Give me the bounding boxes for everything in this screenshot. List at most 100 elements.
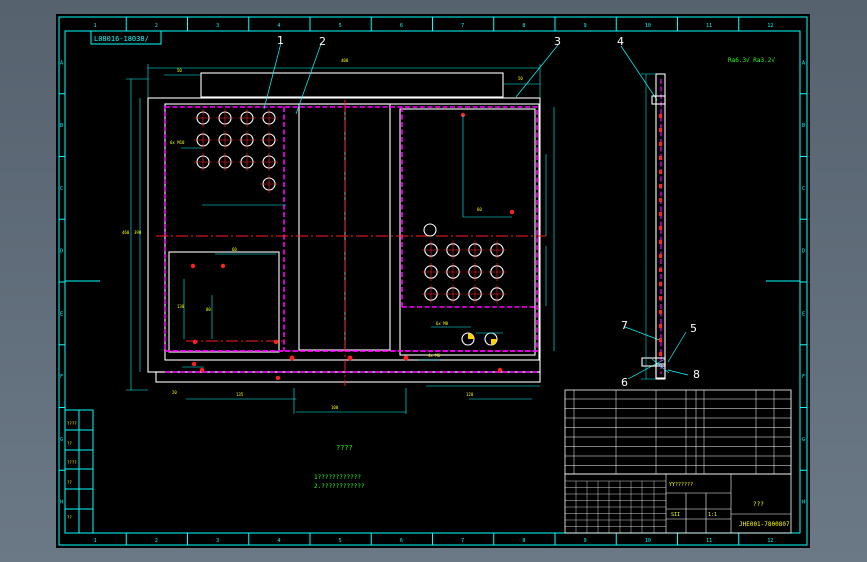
tech-note-1: 1???????????? (314, 474, 361, 481)
tech-note-title: ???? (336, 444, 353, 452)
svg-text:50: 50 (177, 68, 182, 73)
svg-text:100: 100 (331, 405, 339, 410)
zone-col-label-top: 6 (400, 23, 403, 29)
zone-col-label-bottom: 5 (339, 538, 342, 544)
zone-row-label-right: B (802, 123, 805, 129)
zone-row-label-left: E (60, 311, 63, 317)
zone-col-label-bottom: 3 (216, 538, 219, 544)
plate-inner (164, 103, 540, 361)
zone-row-label-left: G (60, 437, 63, 443)
zone-col-label-bottom: 7 (461, 538, 464, 544)
left-box (168, 251, 280, 353)
zone-row-label-right: G (802, 437, 805, 443)
zone-col-label-bottom: 12 (767, 538, 773, 544)
svg-text:60: 60 (232, 247, 237, 252)
outer-frame (58, 16, 808, 546)
technical-notes: ???? 1???????????? 2.???????????? (314, 444, 365, 490)
svg-text:120: 120 (466, 392, 474, 397)
zone-row-label-right: E (802, 311, 805, 317)
svg-text:390: 390 (134, 230, 142, 235)
zone-row-label-right: F (802, 374, 805, 380)
code-box (90, 30, 162, 45)
zone-col-label-top: 9 (584, 23, 587, 29)
zone-col-label-top: 12 (767, 23, 773, 29)
svg-text:60: 60 (477, 207, 482, 212)
zone-col-label-bottom: 4 (277, 538, 280, 544)
front-view: 400 50 50 460 390 60 60 130 80 100 120 20 135 6… (122, 42, 689, 414)
side-view (641, 73, 670, 380)
zone-row-label-left: F (60, 374, 63, 380)
hole-array-lower-right (421, 240, 507, 304)
material-text: YY?????? (669, 482, 693, 488)
zone-col-label-bottom: 9 (584, 538, 587, 544)
svg-text:6x M10: 6x M10 (170, 140, 185, 145)
code-box-text: L08016-18038/ (94, 35, 149, 43)
zone-row-label-left: D (60, 249, 63, 255)
zone-col-label-bottom: 6 (400, 538, 403, 544)
drawing-name: ??? (753, 501, 764, 508)
svg-text:130: 130 (177, 304, 185, 309)
svg-text:80: 80 (206, 307, 211, 312)
svg-text:20: 20 (172, 390, 177, 395)
zone-col-label-top: 3 (216, 23, 219, 29)
svg-text:50: 50 (518, 76, 523, 81)
bottom-rail (155, 371, 541, 383)
balloon-4[interactable]: 4 (617, 35, 624, 48)
parts-list (564, 389, 792, 475)
zone-row-label-right: D (802, 249, 805, 255)
zone-col-label-top: 8 (522, 23, 525, 29)
left-table-label-1: ?? (67, 441, 72, 446)
zone-col-label-bottom: 11 (706, 538, 712, 544)
plate-outline (147, 97, 541, 373)
balloon-8[interactable]: 8 (693, 368, 700, 381)
svg-text:135: 135 (236, 392, 244, 397)
left-table-label-2: ???? (67, 460, 77, 465)
zone-col-label-bottom: 10 (645, 538, 651, 544)
balloon-2[interactable]: 2 (319, 35, 326, 48)
zone-col-label-top: 7 (461, 23, 464, 29)
right-block (399, 108, 536, 356)
hole-array-upper-left (194, 109, 278, 193)
tech-note-2: 2.???????????? (314, 483, 365, 490)
zone-col-label-top: 10 (645, 23, 651, 29)
zone-col-label-top: 4 (277, 23, 280, 29)
svg-text:6x M8: 6x M8 (436, 321, 449, 326)
zone-row-label-left: A (60, 60, 63, 66)
balloon-labels: 1 2 3 4 5 6 7 8 (277, 34, 700, 389)
balloon-1[interactable]: 1 (277, 34, 284, 47)
zone-row-label-left: C (60, 186, 63, 192)
zone-col-label-bottom: 2 (155, 538, 158, 544)
center-slot (298, 103, 391, 351)
svg-text:460: 460 (122, 230, 130, 235)
top-rail (200, 72, 504, 98)
zone-row-label-right: C (802, 186, 805, 192)
left-revision-table: ???? ?? ???? ?? ?? (64, 409, 94, 534)
balloon-5[interactable]: 5 (690, 322, 697, 335)
surface-finish-marks: Ra6.3√ Ra3.2√ (728, 57, 775, 64)
zone-row-label-right: A (802, 60, 805, 66)
balloon-3[interactable]: 3 (554, 35, 561, 48)
zone-col-label-top: 1 (94, 23, 97, 29)
zone-row-label-right: H (802, 500, 805, 506)
zone-col-label-top: 2 (155, 23, 158, 29)
scale-text: 1:1 (708, 512, 717, 518)
zone-row-label-left: H (60, 500, 63, 506)
zone-col-label-top: 5 (339, 23, 342, 29)
svg-text:4x M6: 4x M6 (428, 353, 441, 358)
balloon-7[interactable]: 7 (621, 319, 628, 332)
hidden-outline (164, 106, 538, 352)
balloon-6[interactable]: 6 (621, 376, 628, 389)
left-table-label-3: ?? (67, 480, 72, 485)
drawing-number: JHE001-7800807 (739, 521, 790, 528)
zone-col-label-bottom: 1 (94, 538, 97, 544)
zone-col-label-top: 11 (706, 23, 712, 29)
left-table-label-0: ???? (67, 421, 77, 426)
svg-text:400: 400 (341, 58, 349, 63)
zone-row-label-left: B (60, 123, 63, 129)
zone-col-label-bottom: 8 (522, 538, 525, 544)
sheet-text: SII (671, 512, 680, 518)
